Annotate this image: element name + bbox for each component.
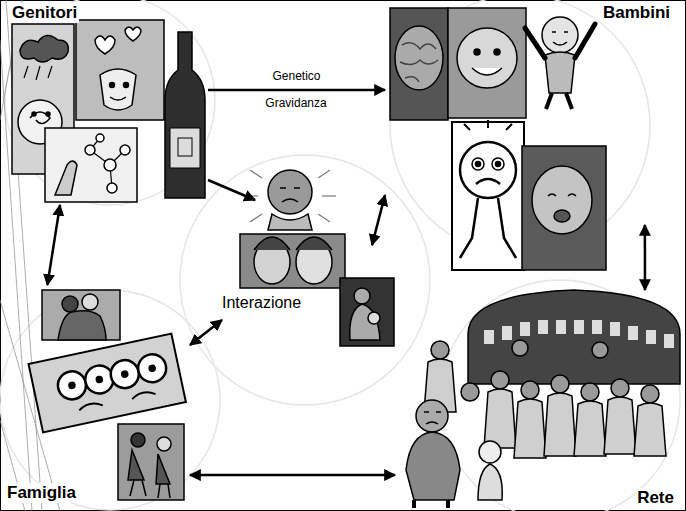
connector-arrow	[208, 180, 255, 200]
connector-arrow	[190, 474, 395, 477]
connector-arrow	[190, 320, 222, 345]
cluster-node: Rete	[395, 290, 680, 508]
cluster-label: Bambini	[601, 3, 672, 23]
cluster-node: Bambini	[385, 5, 680, 225]
cluster-label: Famiglia	[5, 483, 78, 503]
cluster-label: Genitori	[10, 3, 79, 23]
cluster-node: Famiglia	[5, 285, 190, 505]
connector-arrow	[644, 225, 647, 290]
cluster-label: Interazione	[220, 293, 303, 313]
annotation-label: Gravidanza	[263, 96, 328, 111]
cluster-label: Rete	[635, 488, 676, 508]
connector-arrow	[372, 195, 385, 245]
edge-label: Genetico	[270, 69, 322, 84]
cluster-node: Interazione	[222, 200, 372, 405]
cluster-node: Genitori	[8, 5, 208, 205]
connector-arrow	[47, 205, 60, 285]
connector-arrow	[208, 89, 385, 92]
